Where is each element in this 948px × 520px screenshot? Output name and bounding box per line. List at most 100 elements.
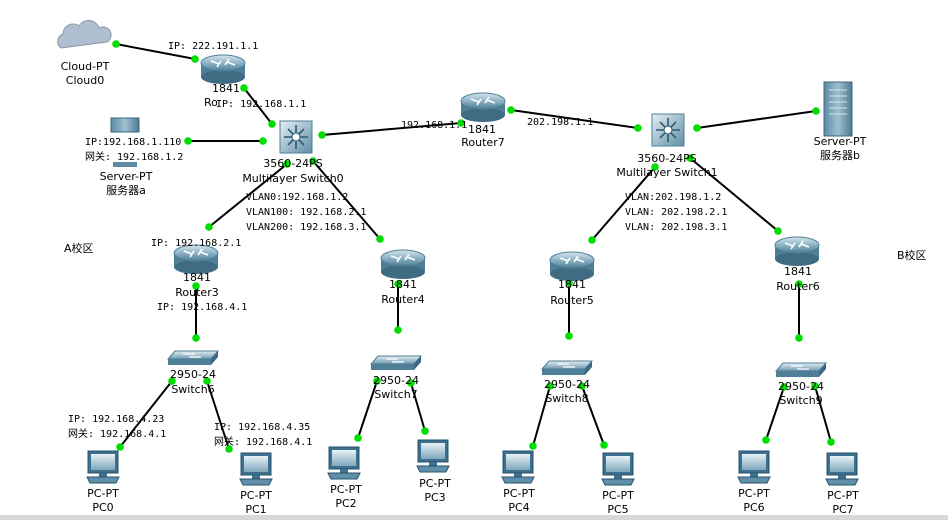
r-top-router-icon[interactable]: [200, 54, 246, 84]
router4-router-icon[interactable]: [380, 249, 426, 279]
router3-name-label: Router3: [175, 286, 218, 299]
port-dot-router5-switch8-1: [565, 332, 573, 340]
device-labels: Cloud-PT Cloud0 1841 Ro 3560-24PS Multil…: [61, 60, 867, 516]
link-switch7-pc3[interactable]: [410, 382, 426, 432]
port-dot-switch8-pc5-1: [600, 441, 608, 449]
router-top-name-label: Ro: [204, 96, 218, 109]
cloud0-cloud-icon[interactable]: [57, 20, 112, 49]
pc4-pc-icon[interactable]: [501, 450, 535, 484]
port-dot-switch9-pc7-0: [811, 382, 819, 390]
ip-annotations: IP: 222.191.1.1 IP: 192.168.1.1 IP:192.1…: [64, 41, 927, 448]
link-switch6-pc1[interactable]: [206, 380, 230, 450]
link-mls1-router5[interactable]: [591, 166, 656, 241]
port-dot-mls1-router5-1: [588, 236, 596, 244]
router7-model-label: 1841: [468, 123, 496, 136]
pc5-pc-icon[interactable]: [601, 452, 635, 486]
router6-router-icon[interactable]: [774, 236, 820, 266]
server-a-gateway-note: 网关: 192.168.1.2: [85, 150, 183, 163]
router-top-ip-note: IP: 192.168.1.1: [216, 99, 306, 110]
router7-router-icon[interactable]: [460, 92, 506, 122]
horizontal-scrollbar[interactable]: [0, 515, 948, 520]
port-dot-mls0-router4-1: [376, 235, 384, 243]
srv-b-server-icon[interactable]: [823, 81, 853, 137]
router7-right-ip-note: 202.198.1.1: [527, 117, 593, 128]
pc1-pc-icon[interactable]: [239, 452, 273, 486]
pc4-name-label: PC4: [508, 501, 529, 514]
switch6-model-label: 2950-24: [170, 368, 216, 381]
pc1-name-label: PC1: [245, 503, 266, 516]
pc1-ip-note: IP: 192.168.4.35: [214, 422, 310, 433]
switch6-name-label: Switch6: [171, 383, 214, 396]
port-dot-router6-switch9-1: [795, 334, 803, 342]
port-dot-cloud0-r_top-1: [191, 55, 199, 63]
link-cloud0-r_top[interactable]: [115, 43, 196, 60]
pc3-pc-icon[interactable]: [416, 439, 450, 473]
port-dot-mls0-router7-1: [457, 119, 465, 127]
link-switch6-pc0[interactable]: [119, 380, 173, 448]
router7-name-label: Router7: [461, 136, 504, 149]
switch9-switch-icon[interactable]: [774, 362, 828, 377]
pc5-name-label: PC5: [607, 503, 628, 516]
pc2-pc-icon[interactable]: [327, 446, 361, 480]
switch7-name-label: Switch7: [374, 388, 417, 401]
server-a-name-label: 服务器a: [106, 184, 146, 197]
mls0-model-label: 3560-24PS: [263, 157, 323, 170]
link-switch8-pc5[interactable]: [581, 385, 605, 446]
port-dot-switch6-pc1-1: [225, 445, 233, 453]
pc6-pc-icon[interactable]: [737, 450, 771, 484]
port-dot-mls0-router4-0: [309, 157, 317, 165]
link-mls0-router3[interactable]: [208, 163, 288, 228]
router-top-model-label: 1841: [212, 82, 240, 95]
pc7-name-label: PC7: [832, 503, 853, 516]
link-switch9-pc6[interactable]: [765, 386, 785, 441]
port-dot-mls0-router7-0: [318, 131, 326, 139]
port-dot-switch8-pc4-0: [546, 382, 554, 390]
link-switch9-pc7[interactable]: [814, 385, 832, 443]
router7-left-ip-note: 192.168.1.1: [401, 120, 467, 131]
port-dot-cloud0-r_top-0: [112, 40, 120, 48]
port-dot-r_top-mls0-1: [268, 120, 276, 128]
link-mls0-router7[interactable]: [321, 122, 462, 136]
router4-name-label: Router4: [381, 293, 424, 306]
port-dot-mls1-router6-0: [686, 154, 694, 162]
pc7-pc-icon[interactable]: [825, 452, 859, 486]
pc2-model-label: PC-PT: [330, 483, 362, 496]
port-dot-switch8-pc4-1: [529, 442, 537, 450]
switch8-name-label: Switch8: [545, 392, 588, 405]
link-mls0-router4[interactable]: [312, 160, 381, 240]
switch8-switch-icon[interactable]: [540, 360, 594, 375]
pc1-gateway-note: 网关: 192.168.4.1: [214, 435, 312, 448]
router4-model-label: 1841: [389, 278, 417, 291]
port-dot-router4-switch7-0: [394, 280, 402, 288]
mls1-vlan-note: VLAN:202.198.1.2: [625, 192, 721, 203]
pc0-pc-icon[interactable]: [86, 450, 120, 484]
link-mls1-srv_b[interactable]: [696, 110, 817, 129]
server-b-name-label: 服务器b: [820, 149, 860, 162]
link-mls1-router6[interactable]: [689, 157, 779, 232]
port-dot-mls0-router3-1: [205, 223, 213, 231]
router3-router-icon[interactable]: [173, 244, 219, 274]
mls1-vlan3-note: VLAN: 202.198.3.1: [625, 222, 727, 233]
router5-name-label: Router5: [550, 294, 593, 307]
pc1-model-label: PC-PT: [240, 489, 272, 502]
link-switch7-pc2[interactable]: [357, 380, 378, 439]
server-b-model-label: Server-PT: [814, 135, 867, 148]
port-dot-switch6-pc0-1: [116, 443, 124, 451]
pc0-ip-note: IP: 192.168.4.23: [68, 414, 164, 425]
pc7-model-label: PC-PT: [827, 489, 859, 502]
pc0-model-label: PC-PT: [87, 487, 119, 500]
mls0-mlswitch-icon[interactable]: [279, 120, 313, 154]
switch7-model-label: 2950-24: [373, 374, 419, 387]
link-router7-mls1[interactable]: [510, 109, 639, 129]
pc4-model-label: PC-PT: [503, 487, 535, 500]
mls1-mlswitch-icon[interactable]: [651, 113, 685, 147]
switch6-switch-icon[interactable]: [166, 350, 220, 365]
srv-a-server-small-icon[interactable]: [110, 117, 140, 167]
switch7-switch-icon[interactable]: [369, 355, 423, 370]
link-r_top-mls0[interactable]: [243, 87, 273, 125]
port-dot-switch8-pc5-0: [578, 382, 586, 390]
link-switch8-pc4[interactable]: [532, 385, 551, 447]
pc5-model-label: PC-PT: [602, 489, 634, 502]
router5-router-icon[interactable]: [549, 251, 595, 281]
